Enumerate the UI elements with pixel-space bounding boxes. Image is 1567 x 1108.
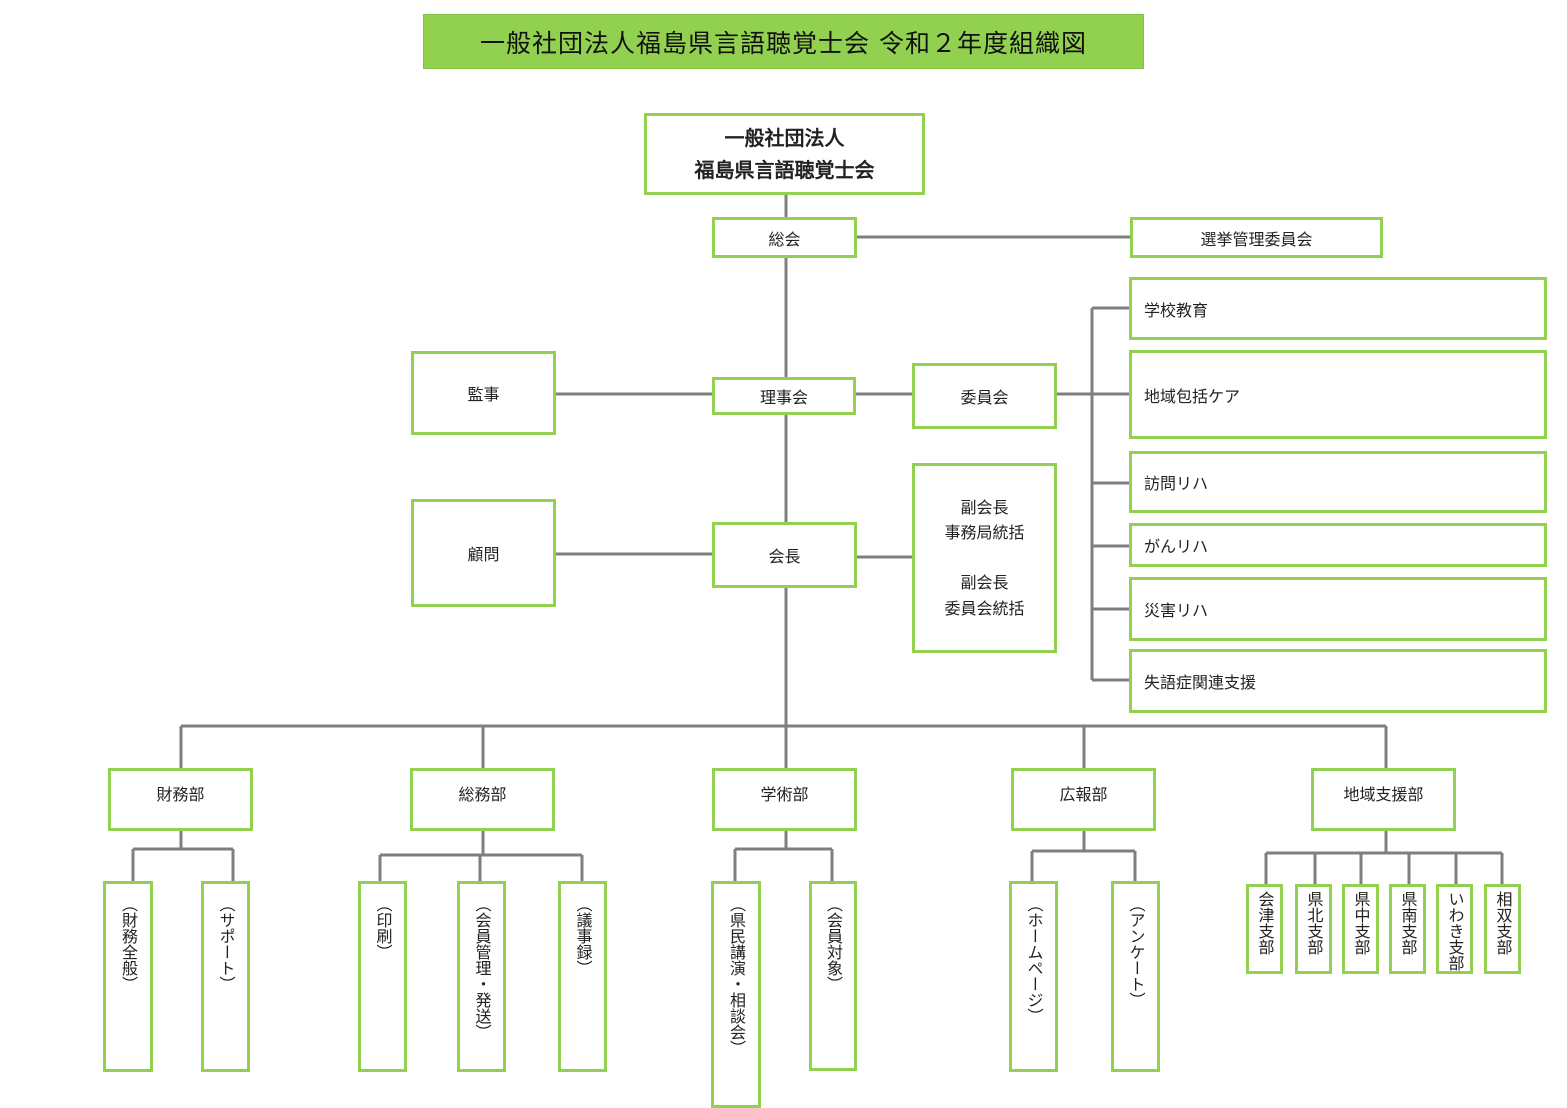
branch-iwaki: いわき支部: [1436, 884, 1473, 974]
general-affairs-sub-minutes: （議事録）: [558, 881, 607, 1072]
pr-sub-survey-label: （アンケート）: [1126, 896, 1146, 1008]
dept-general-affairs: 総務部: [410, 768, 555, 831]
committee-home-rehab: 訪問リハ: [1129, 451, 1547, 513]
pr-sub-homepage-label: （ホームページ）: [1024, 896, 1044, 1024]
vice-presidents-box: 副会長 事務局統括 副会長 委員会統括: [912, 463, 1057, 653]
general-affairs-sub-membership: （会員管理・発送）: [457, 881, 506, 1072]
committee-aphasia-support: 失語症関連支援: [1129, 649, 1547, 713]
vp2-title: 副会長: [960, 573, 1009, 592]
committee-disaster-rehab: 災害リハ: [1129, 577, 1547, 641]
general-affairs-sub-printing-label: （印刷）: [373, 896, 393, 960]
vp1-title: 副会長: [960, 497, 1009, 517]
branch-aizu: 会津支部: [1246, 884, 1283, 974]
committee-box: 委員会: [912, 363, 1057, 429]
branch-kennan-label: 県南支部: [1398, 891, 1418, 955]
dept-regional-support: 地域支援部: [1311, 768, 1456, 831]
dept-academic: 学術部: [712, 768, 857, 831]
academic-sub-members-label: （会員対象）: [824, 896, 843, 992]
branch-iwaki-label: いわき支部: [1445, 891, 1465, 971]
finance-sub-general: （財務全般）: [103, 881, 153, 1072]
root-org-line1: 一般社団法人: [724, 126, 845, 150]
general-meeting-box: 総会: [712, 217, 857, 258]
committee-community-care: 地域包括ケア: [1129, 350, 1547, 439]
pr-sub-survey: （アンケート）: [1111, 881, 1160, 1072]
academic-sub-public-lectures-label: （県民講演・相談会）: [727, 896, 746, 1056]
committee-cancer-rehab: がんリハ: [1129, 523, 1547, 567]
root-org-line2: 福島県言語聴覚士会: [694, 158, 875, 182]
branch-soso: 相双支部: [1484, 884, 1521, 974]
president-box: 会長: [712, 522, 857, 588]
advisor-box: 顧問: [411, 499, 556, 607]
root-org-box: 一般社団法人 福島県言語聴覚士会: [644, 113, 925, 195]
vp1-role: 事務局統括: [944, 523, 1025, 543]
branch-kenchu-label: 県中支部: [1351, 891, 1371, 955]
branch-kenpoku: 県北支部: [1295, 884, 1332, 974]
academic-sub-public-lectures: （県民講演・相談会）: [711, 881, 761, 1108]
auditor-box: 監事: [411, 351, 556, 435]
general-affairs-sub-printing: （印刷）: [358, 881, 407, 1072]
branch-kennan: 県南支部: [1389, 884, 1426, 974]
branch-soso-label: 相双支部: [1493, 891, 1513, 955]
finance-sub-general-label: （財務全般）: [119, 896, 138, 992]
general-affairs-sub-minutes-label: （議事録）: [573, 896, 593, 976]
election-committee-box: 選挙管理委員会: [1130, 217, 1383, 258]
finance-sub-support: （サポート）: [201, 881, 250, 1072]
branch-kenchu: 県中支部: [1342, 884, 1379, 974]
branch-kenpoku-label: 県北支部: [1304, 891, 1324, 955]
pr-sub-homepage: （ホームページ）: [1009, 881, 1058, 1072]
dept-finance: 財務部: [108, 768, 253, 831]
board-box: 理事会: [712, 377, 856, 415]
academic-sub-members: （会員対象）: [809, 881, 857, 1071]
finance-sub-support-label: （サポート）: [216, 896, 236, 992]
vp2-role: 委員会統括: [944, 598, 1025, 618]
general-affairs-sub-membership-label: （会員管理・発送）: [472, 896, 492, 1040]
branch-aizu-label: 会津支部: [1255, 891, 1275, 955]
committee-school-education: 学校教育: [1129, 277, 1547, 340]
dept-public-relations: 広報部: [1011, 768, 1156, 831]
page-title: 一般社団法人福島県言語聴覚士会 令和２年度組織図: [423, 14, 1144, 69]
